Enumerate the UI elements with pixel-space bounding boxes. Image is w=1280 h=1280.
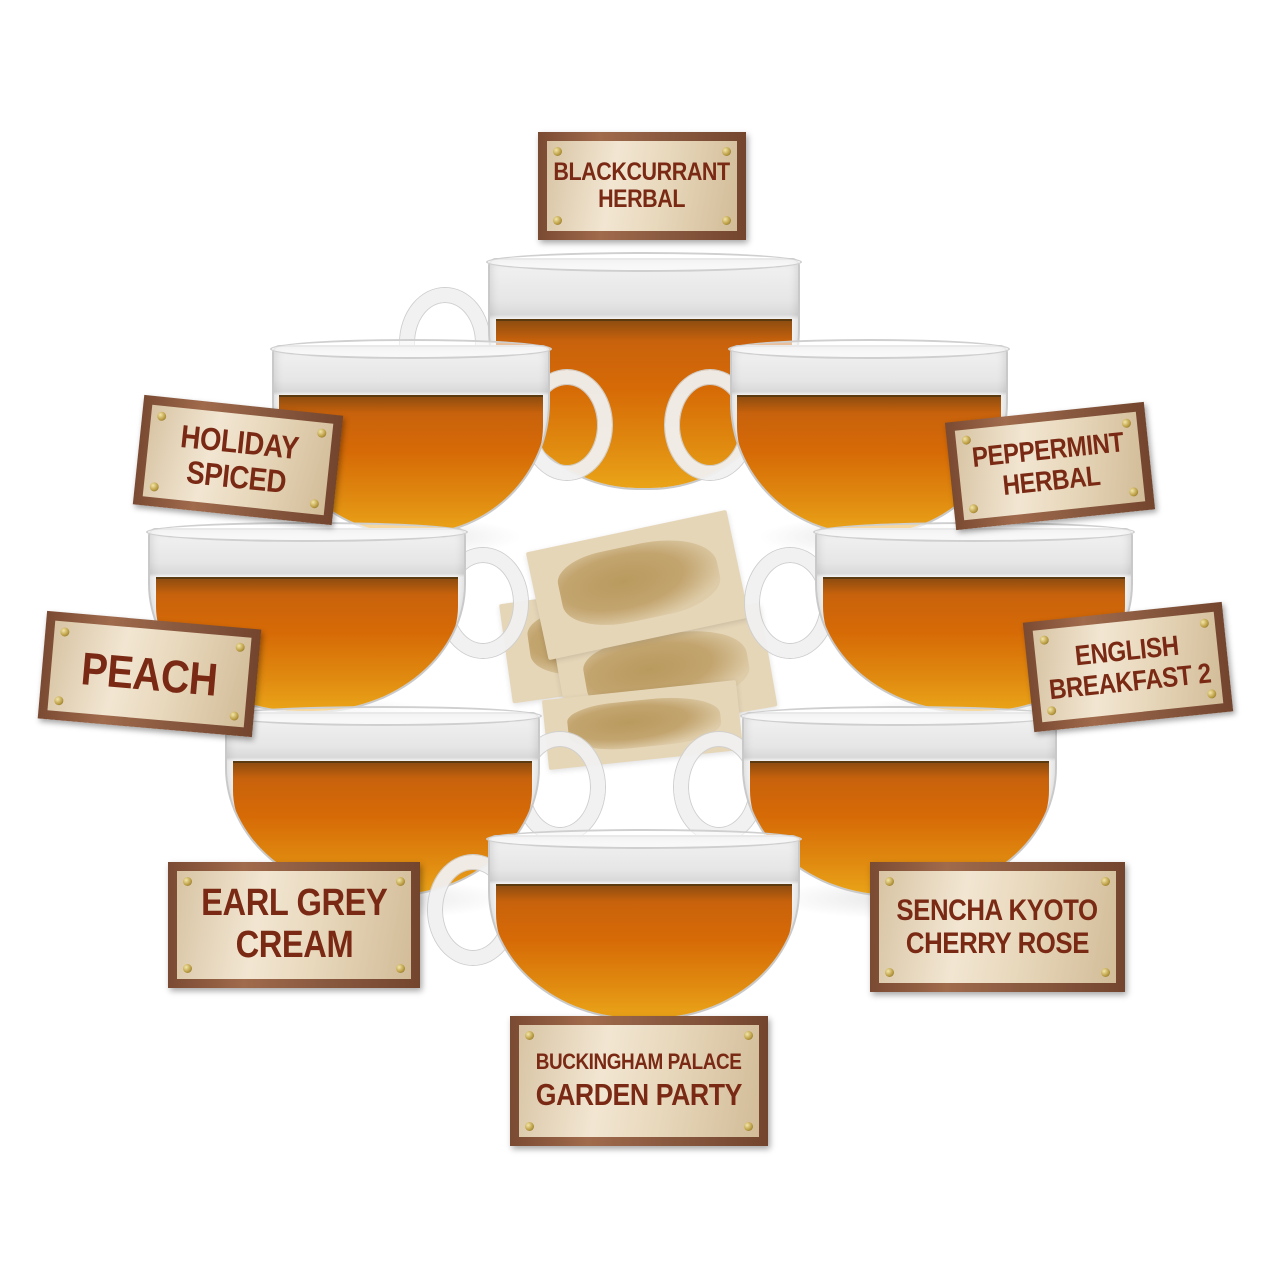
rivet-icon	[309, 498, 320, 509]
rivet-icon	[525, 1122, 534, 1131]
tea-liquid	[496, 884, 792, 1018]
plaque-sencha-kyoto-cherry-rose: SENCHA KYOTO CHERRY ROSE	[870, 862, 1125, 992]
rivet-icon	[1206, 688, 1217, 699]
plaque-line: SENCHA KYOTO	[896, 894, 1099, 927]
plaque-line: BUCKINGHAM PALACE	[536, 1048, 742, 1074]
plaque-blackcurrant-herbal: BLACKCURRANT HERBAL	[538, 132, 746, 240]
rivet-icon	[1046, 705, 1057, 716]
plaque-earl-grey-cream: EARL GREY CREAM	[168, 862, 420, 988]
rivet-icon	[316, 428, 327, 439]
plaque-buckingham-palace-garden-party: BUCKINGHAM PALACE GARDEN PARTY	[510, 1016, 768, 1146]
rivet-icon	[885, 877, 894, 886]
cup-bowl	[488, 835, 800, 1020]
rivet-icon	[1101, 877, 1110, 886]
plaque-line: GARDEN PARTY	[535, 1077, 743, 1113]
rivet-icon	[1039, 635, 1050, 646]
rivet-icon	[53, 695, 64, 706]
rivet-icon	[1101, 968, 1110, 977]
rivet-icon	[744, 1122, 753, 1131]
plaque-line: CHERRY ROSE	[905, 927, 1090, 960]
rivet-icon	[396, 877, 405, 886]
plaque-peach: PEACH	[37, 610, 262, 738]
plaque-line: PEACH	[79, 641, 220, 706]
cup-rim	[740, 706, 1059, 726]
plaque-holiday-spiced: HOLIDAY SPICED	[132, 394, 344, 526]
plaque-line: EARL GREY	[200, 882, 388, 925]
rivet-icon	[149, 481, 160, 492]
cup-rim	[223, 706, 542, 726]
teacup-buckingham	[428, 829, 802, 1020]
plaque-peppermint-herbal: PEPPERMINT HERBAL	[944, 401, 1156, 531]
plaque-line: HERBAL	[598, 185, 686, 213]
plaque-line: BREAKFAST 2	[1047, 657, 1212, 706]
cup-rim	[270, 339, 552, 359]
rivet-icon	[229, 711, 240, 721]
plaque-english-breakfast-2: ENGLISH BREAKFAST 2	[1022, 601, 1234, 733]
cup-rim	[728, 339, 1010, 359]
cup-rim	[486, 829, 802, 849]
rivet-icon	[59, 627, 70, 637]
rivet-icon	[525, 1031, 534, 1040]
plaque-line: CREAM	[235, 924, 353, 966]
rivet-icon	[1199, 618, 1210, 629]
rivet-icon	[235, 642, 246, 653]
rivet-icon	[183, 877, 192, 886]
cup-rim	[146, 522, 468, 542]
rivet-icon	[156, 411, 167, 422]
rivet-icon	[722, 216, 731, 225]
rivet-icon	[885, 968, 894, 977]
rivet-icon	[722, 147, 731, 156]
plaque-line: BLACKCURRANT	[553, 157, 731, 186]
rivet-icon	[1121, 418, 1132, 429]
rivet-icon	[396, 964, 405, 973]
rivet-icon	[553, 216, 562, 225]
rivet-icon	[1128, 486, 1139, 497]
cup-rim	[486, 252, 802, 272]
rivet-icon	[553, 147, 562, 156]
plaque-line: SPICED	[184, 453, 288, 501]
rivet-icon	[183, 964, 192, 973]
rivet-icon	[744, 1031, 753, 1040]
rivet-icon	[968, 503, 979, 514]
